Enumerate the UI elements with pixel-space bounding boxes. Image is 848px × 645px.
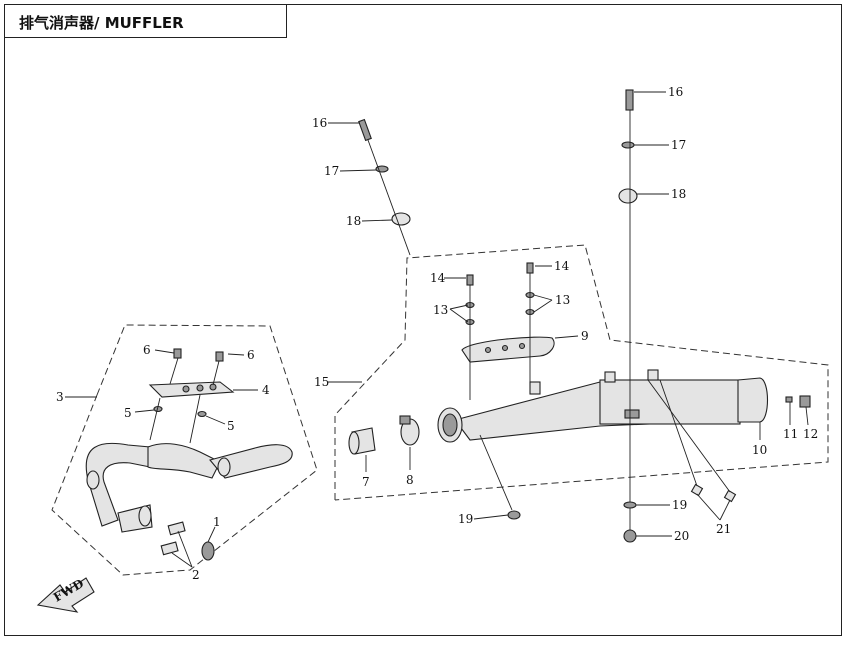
- part-label-11: 11: [783, 427, 798, 441]
- part-label-6a: 6: [143, 343, 151, 357]
- nut-20: [623, 529, 637, 543]
- bolt-16-right: [625, 89, 634, 111]
- part-label-19a: 19: [458, 512, 473, 526]
- part-label-14b: 14: [554, 259, 570, 273]
- assembly-15-boundary: [334, 244, 829, 501]
- bolt-14-left: [466, 274, 474, 286]
- part-label-14a: 14: [430, 271, 446, 285]
- part-label-17a: 17: [324, 164, 339, 178]
- part-label-3: 3: [56, 390, 64, 404]
- part-label-7: 7: [362, 475, 370, 489]
- gasket-1: [201, 541, 215, 561]
- part-label-12: 12: [803, 427, 818, 441]
- header-heat-shield: [148, 381, 235, 398]
- bolt-6-right: [215, 351, 224, 362]
- part-label-2: 2: [192, 568, 200, 582]
- muffler-gasket-7: [348, 427, 376, 455]
- part-label-19b: 19: [672, 498, 687, 512]
- part-label-5a: 5: [124, 406, 132, 420]
- part-label-10: 10: [752, 443, 767, 457]
- sleeve-2-upper: [167, 521, 186, 536]
- bolt-16-left: [358, 118, 372, 142]
- exhaust-header-pipe: [85, 442, 293, 533]
- part-label-13a: 13: [433, 303, 448, 317]
- diagram-frame: [4, 4, 842, 636]
- washer-17-right: [621, 141, 635, 149]
- title-box: 排气消声器/ MUFFLER: [4, 4, 287, 38]
- part-12: [799, 395, 811, 408]
- part-11: [785, 396, 793, 403]
- part-label-8: 8: [406, 473, 414, 487]
- part-label-4: 4: [262, 383, 270, 397]
- bolt-6-left: [173, 348, 182, 359]
- leader-lines: [65, 91, 809, 568]
- part-label-15: 15: [314, 375, 329, 389]
- part-label-13b: 13: [555, 293, 570, 307]
- part-label-5b: 5: [227, 419, 235, 433]
- fwd-arrow-icon: FWD: [36, 576, 95, 613]
- grommet-18-left: [391, 212, 411, 226]
- muffler-body: [437, 369, 769, 443]
- part-label-16b: 16: [668, 85, 683, 99]
- part-label-1: 1: [213, 515, 221, 529]
- part-label-20: 20: [674, 529, 689, 543]
- muffler-clamp-8: [399, 415, 420, 446]
- muffler-heat-shield: [461, 336, 555, 363]
- bolt-14-right: [526, 262, 534, 274]
- diagram-title: 排气消声器/ MUFFLER: [19, 14, 184, 32]
- part-label-18a: 18: [346, 214, 361, 228]
- washer-5-right: [197, 410, 207, 418]
- part-label-21: 21: [716, 522, 731, 536]
- washer-19-left: [507, 510, 521, 520]
- grommet-18-right: [618, 188, 638, 204]
- part-label-6b: 6: [247, 348, 255, 362]
- clip-21-b: [723, 489, 737, 503]
- part-label-17b: 17: [671, 138, 686, 152]
- washer-19-right: [623, 501, 637, 509]
- part-label-9: 9: [581, 329, 589, 343]
- sleeve-2-lower: [160, 541, 179, 556]
- clip-21-a: [690, 483, 704, 497]
- part-label-18b: 18: [671, 187, 686, 201]
- assembly-3-boundary: [51, 324, 318, 576]
- part-label-16a: 16: [312, 116, 327, 130]
